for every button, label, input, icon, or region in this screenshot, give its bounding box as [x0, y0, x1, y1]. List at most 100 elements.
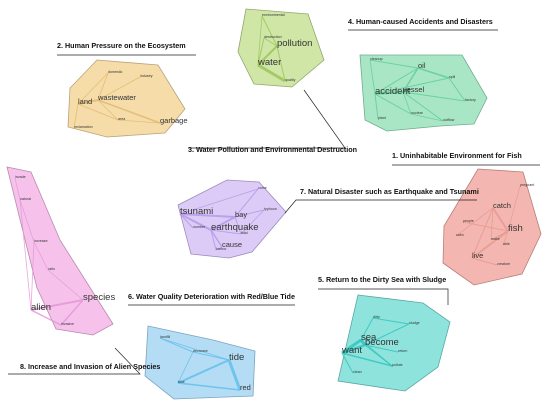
topic-4-edge — [402, 91, 412, 115]
topic-7-edge — [179, 213, 236, 218]
topic-6-edge — [192, 351, 230, 361]
topic-8-word-label: invade — [15, 175, 26, 179]
topic-8-word-label: invasive — [61, 322, 74, 326]
topic-5-cluster-polygon — [337, 294, 451, 392]
topic-8-word-label: natural — [20, 197, 31, 201]
topic-7-edge — [210, 229, 242, 235]
topic-5-word-label: return — [398, 349, 407, 353]
topic-2-word-label: industry — [140, 74, 153, 78]
topic-4-word-label: factory — [465, 98, 476, 102]
topic-4-edge — [374, 93, 379, 120]
topic-2-edge — [77, 99, 99, 105]
topic-1-word-label: able — [503, 242, 510, 246]
topic-5-edge — [360, 339, 393, 367]
topic-2-edge — [97, 76, 141, 101]
topic-5-edge — [360, 317, 374, 341]
topic-5-leader-line — [318, 288, 449, 305]
topic-6-edge — [177, 359, 230, 384]
topic-4-word-label: cleanup — [370, 57, 383, 61]
topic-7-edge — [210, 229, 217, 251]
topic-8-edge — [30, 299, 84, 311]
topic-1-edge — [492, 207, 509, 232]
topic-8-edge — [19, 199, 32, 311]
topic-1-word-label: calm — [456, 233, 464, 237]
topic-5-word-label: sludge — [409, 321, 420, 325]
topic-5-title: 5. Return to the Dirty Sea with Sludge — [318, 275, 446, 284]
topic-4-edge — [402, 67, 419, 93]
topic-7-edge — [210, 229, 223, 248]
topic-1-word-label: people — [463, 219, 474, 223]
topic-1-edge — [490, 230, 509, 241]
topic-5-word-label: dirty — [373, 315, 380, 319]
topic-4-word-label: spill — [449, 75, 455, 79]
topic-3-title: 3. Water Pollution and Environmental Des… — [188, 145, 357, 154]
topic-7-edge — [210, 216, 236, 231]
topic-7-word-label: typhoon — [264, 207, 277, 211]
topic-5-edge — [341, 343, 366, 355]
topic-7-edge — [234, 209, 265, 218]
topic-3-word-label: quality — [285, 78, 296, 82]
topic-6-edge — [159, 337, 230, 361]
topic-2-word-label: domestic — [108, 70, 123, 74]
topic-8-edge — [19, 199, 35, 243]
topic-7-word-label: harbor — [216, 247, 227, 251]
topic-6-cluster-polygon — [144, 325, 256, 400]
topic-4-edge — [410, 113, 444, 122]
topic-2-word-label: reclamation — [74, 125, 93, 129]
topic-7-word-label: tsunami — [180, 206, 213, 217]
topic-5-edge — [341, 352, 354, 374]
topic-8-cluster-polygon — [6, 166, 114, 336]
topic-3-edge — [257, 63, 286, 83]
topic-5-word-label: become — [365, 337, 399, 348]
topic-6-word-label: tide — [229, 352, 244, 363]
topic-6-word-label: blue — [178, 380, 185, 384]
topic-8-word-label: alien — [31, 302, 51, 313]
topic-8-edge — [60, 299, 84, 326]
topic-4-word-label: accident — [375, 86, 411, 97]
topic-2-title: 2. Human Pressure on the Ecosystem — [57, 41, 186, 50]
topic-3-edge — [263, 37, 278, 47]
topic-4-word-label: plant — [378, 116, 386, 120]
topic-2-edge — [97, 99, 119, 121]
topic-3-word-label: destruction — [264, 35, 282, 39]
topic-4-word-label: oil — [418, 61, 426, 70]
topic-4-title: 4. Human-caused Accidents and Disasters — [348, 17, 493, 26]
topic-7-word-label: earthquake — [211, 222, 259, 233]
topic-1-edge — [490, 207, 494, 241]
topic-7-edge — [234, 216, 242, 235]
topic-8-word-label: increase — [34, 239, 48, 243]
topic-8-edge — [30, 309, 62, 326]
topic-1-word-label: live — [472, 251, 483, 260]
topic-4-edge — [374, 77, 450, 95]
topic-6-edge — [177, 382, 241, 391]
topic-5-word-label: pollute — [392, 363, 403, 367]
topic-6-word-label: red — [240, 383, 251, 392]
topic-1-word-label: fish — [508, 223, 523, 234]
topic-1-title: 1. Uninhabitable Environment for Fish — [392, 151, 522, 160]
topic-2-edge — [77, 72, 109, 105]
topic-5-word-label: sea — [361, 332, 377, 343]
topic-4-edge — [369, 59, 419, 69]
topic-3-edge — [257, 37, 265, 66]
topic-3-edge — [257, 45, 278, 66]
topic-3-word-label: pollution — [277, 38, 312, 49]
topic-7-edge — [215, 246, 223, 251]
topic-7-word-label: number — [193, 225, 206, 229]
topic-7-edge — [179, 213, 194, 229]
topic-7-word-label: tidal — [241, 231, 248, 235]
topic-7-title: 7. Natural Disaster such as Earthquake a… — [300, 187, 479, 196]
topic-2-word-label: wastewater — [97, 93, 136, 102]
topic-6-title: 6. Water Quality Deterioration with Red/… — [128, 292, 295, 301]
topic-1-edge — [471, 207, 494, 259]
topic-4-edge — [374, 67, 419, 95]
topic-8-title: 8. Increase and Invasion of Alien Specie… — [20, 362, 160, 371]
topic-1-word-label: creature — [497, 262, 510, 266]
topic-2-edge — [77, 103, 119, 121]
topic-3-leader-line — [188, 89, 346, 149]
topic-8-word-label: species — [83, 292, 115, 303]
topic-4-cluster-polygon — [359, 54, 488, 132]
topic-4-word-label: outflow — [443, 118, 455, 122]
topic-2-cluster-polygon — [67, 59, 186, 138]
topic-6-edge — [227, 359, 242, 391]
